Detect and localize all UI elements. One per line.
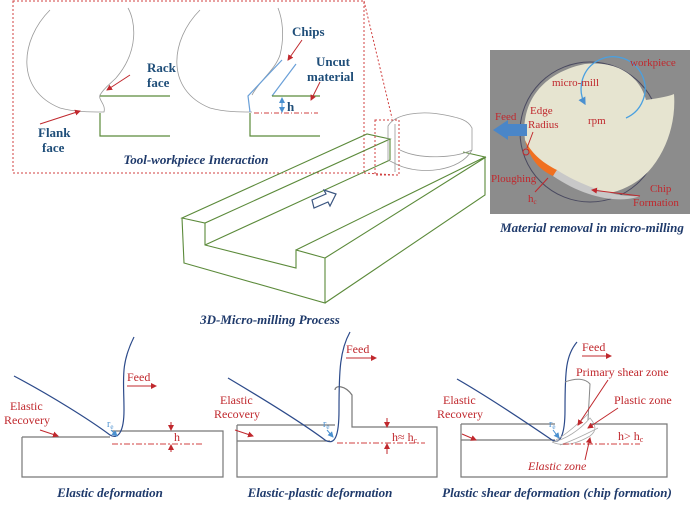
chips-label: Chips [292,24,325,39]
re-sub: e [326,423,329,431]
re-sub: e [552,423,555,431]
h-label: h [174,430,180,444]
elastic-zone-label: Elastic zone [527,459,587,473]
rack-face-label-2: face [147,75,170,90]
elastic-deformation-panel: h Feed Elastic Recovery re [4,336,224,478]
h-main: h≈ h [392,430,414,444]
tool-interaction-caption: Tool-workpiece Interaction [123,152,268,167]
h-gt-hc-label: h> hc [618,429,644,444]
h-approx-hc-label: h≈ hc [392,430,418,445]
workpiece-label: workpiece [630,57,676,69]
micro-milling-3d-block [180,133,487,304]
hc-main: h [528,193,534,205]
micro-mill-label: micro-mill [552,77,599,89]
plastic-shear-caption: Plastic shear deformation (chip formatio… [442,485,672,500]
hc-label: hc [528,193,537,206]
ploughing-region [525,140,557,176]
elastic-recovery-label-2: Recovery [4,413,50,427]
workpiece-step-right [249,95,320,137]
re-label: re [549,419,555,431]
re-main: r [107,419,111,430]
elastic-recovery-label: Elastic [220,393,253,407]
h-sub: c [414,436,418,445]
hc-sub: c [534,198,537,206]
micro-mill-shape [524,63,675,194]
re-main: r [323,419,327,430]
elastic-recovery-label: Elastic [10,399,43,413]
re-main: r [549,419,553,430]
feed-label: Feed [127,370,150,384]
rpm-rotation-icon [578,56,646,119]
material-removal-panel: workpiece micro-mill Edge Radius rpm Fee… [490,50,690,214]
workpiece-step-left [99,95,170,137]
material-removal-caption: Material removal in micro-milling [499,220,684,235]
process-caption: 3D-Micro-milling Process [199,312,340,327]
re-label: re [323,419,329,431]
primary-shear-zone-label: Primary shear zone [576,365,669,379]
uncut-material-label-2: material [307,69,354,84]
flank-face-label: Flank [38,125,71,140]
zoom-box [12,0,365,174]
plastic-shear-deformation-panel: h> hc Feed Primary shear zone Plastic zo… [437,340,672,478]
flank-face-label-2: face [42,140,65,155]
plastic-zone-label: Plastic zone [614,393,672,407]
elastic-recovery-label-2: Recovery [437,407,483,421]
feed-direction-arrow-icon [311,188,337,209]
rpm-label: rpm [588,115,606,127]
edge-radius-label: Edge [530,105,553,117]
feed-label: Feed [346,342,369,356]
chips-lines [247,59,297,113]
chip-formation-label: Chip [650,183,672,195]
h-label: h [287,99,295,114]
h-sub: c [640,435,644,444]
rack-face-label: Rack [147,60,177,75]
elastic-recovery-label-2: Recovery [214,407,260,421]
tool-cylinder [387,112,473,172]
feed-label: Feed [495,111,517,123]
elastic-plastic-deformation-panel: h≈ hc Feed Elastic Recovery re [214,331,438,478]
re-label: re [107,419,113,431]
chip-formation-label-2: Formation [633,197,679,209]
tool-outline-left [26,7,135,113]
feed-arrow-icon [493,120,527,140]
tool-workpiece-interaction-panel: Rack face Flank face h Chips Uncut mater… [12,0,396,176]
elastic-plastic-caption: Elastic-plastic deformation [247,485,393,500]
uncut-material-label: Uncut [316,54,351,69]
elastic-recovery-label: Elastic [443,393,476,407]
re-sub: e [110,423,113,431]
tool-outline-right [176,7,284,113]
elastic-caption: Elastic deformation [56,485,163,500]
feed-label: Feed [582,340,605,354]
ploughing-label: Ploughing [491,173,537,185]
h-main: h> h [618,429,640,443]
deformation-zones [551,413,599,446]
edge-radius-label-2: Radius [528,119,559,131]
